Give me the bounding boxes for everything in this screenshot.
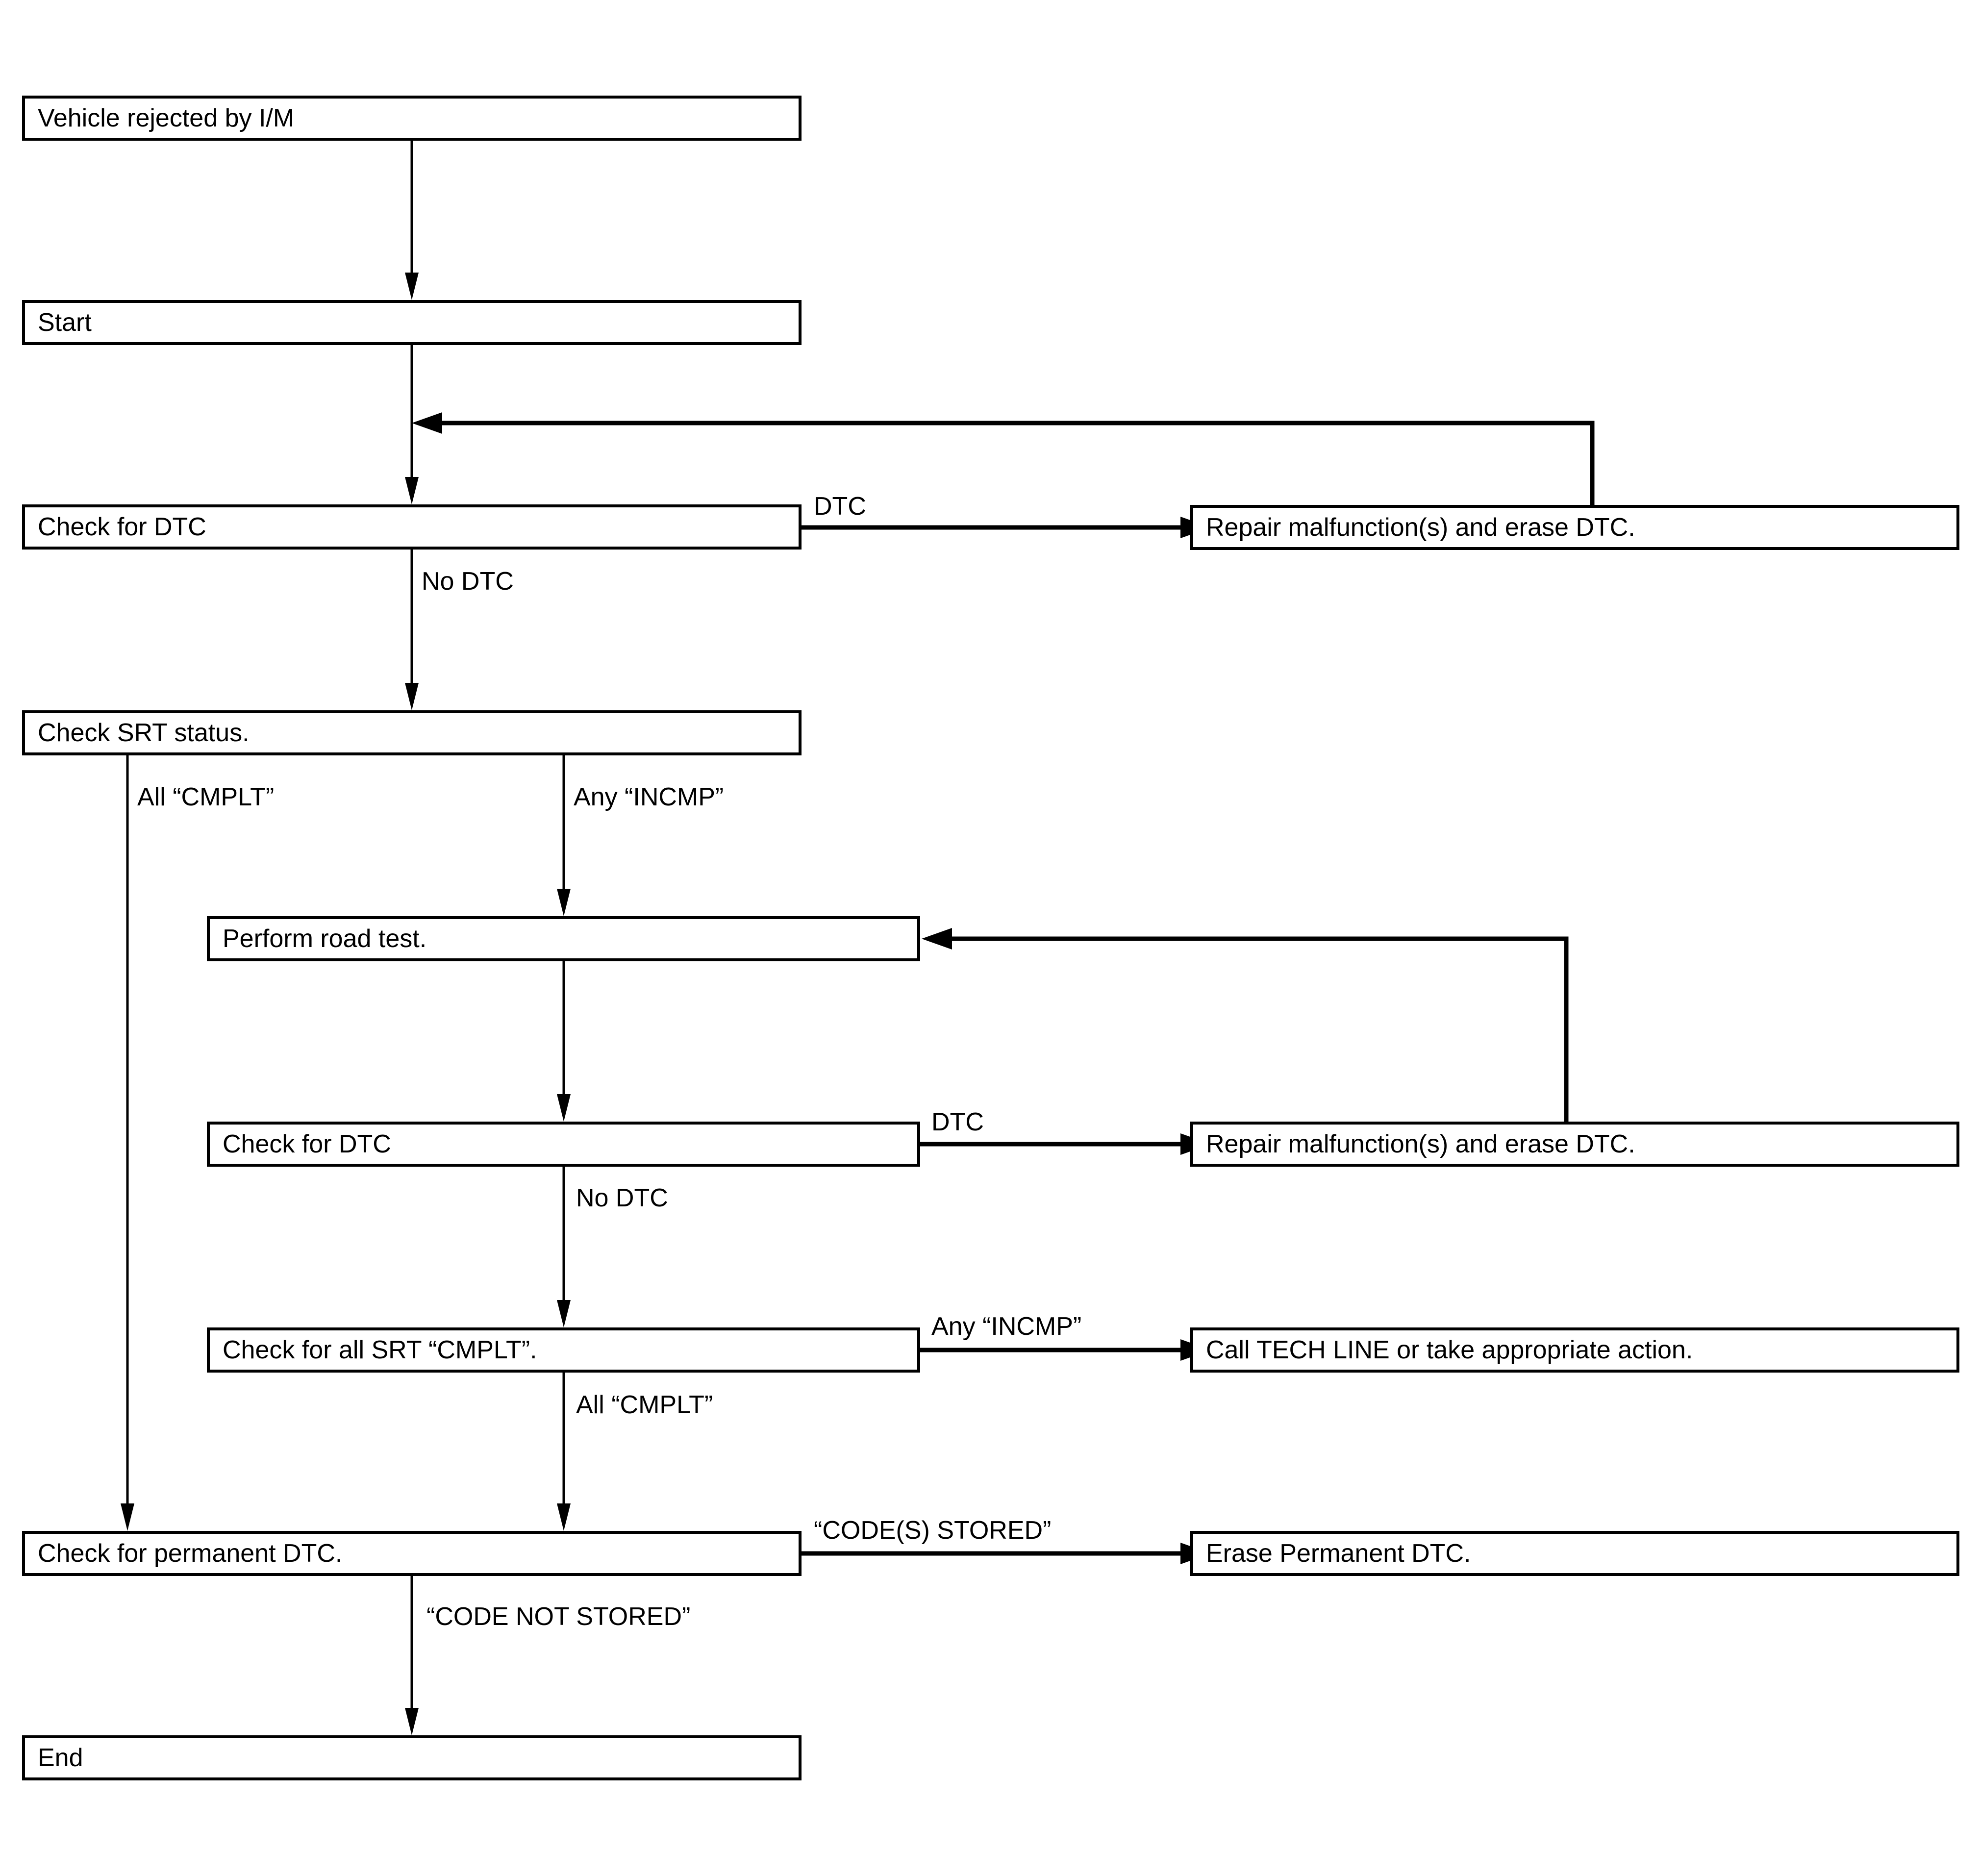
edge-label-dtc-1: DTC (814, 492, 866, 521)
edge-check-all-srt-to-check-perm-dtc (557, 1373, 571, 1531)
node-check-all-srt-cmplt[interactable]: Check for all SRT “CMPLT”. (207, 1327, 920, 1373)
node-label: End (38, 1744, 83, 1772)
node-start[interactable]: Start (22, 300, 802, 345)
edge-repair-1-feedback-loop (412, 412, 1595, 505)
node-repair-2[interactable]: Repair malfunction(s) and erase DTC. (1190, 1122, 1959, 1167)
edge-label-code-not-stored: “CODE NOT STORED” (426, 1602, 691, 1631)
edge-check-dtc-1-to-check-srt (405, 550, 419, 710)
edge-repair-2-feedback-loop (922, 928, 1569, 1122)
node-label: Check SRT status. (38, 719, 250, 747)
node-label: Repair malfunction(s) and erase DTC. (1206, 1130, 1635, 1158)
edge-check-all-srt-to-tech-line (920, 1339, 1211, 1361)
edge-label-any-incmp-2: Any “INCMP” (931, 1312, 1082, 1341)
node-label: Call TECH LINE or take appropriate actio… (1206, 1336, 1693, 1364)
edge-label-all-cmplt-1: All “CMPLT” (137, 783, 275, 811)
node-check-dtc-1[interactable]: Check for DTC (22, 504, 802, 550)
node-label: Check for DTC (223, 1130, 391, 1158)
node-label: Repair malfunction(s) and erase DTC. (1206, 513, 1635, 542)
node-label: Check for permanent DTC. (38, 1539, 343, 1568)
node-label: Check for all SRT “CMPLT”. (223, 1336, 537, 1364)
edge-check-srt-to-check-perm-dtc (121, 755, 134, 1531)
edge-label-any-incmp-1: Any “INCMP” (574, 783, 724, 811)
edge-road-test-to-check-dtc-2 (557, 961, 571, 1122)
edge-check-perm-dtc-to-erase (802, 1543, 1211, 1564)
edge-start-to-check-dtc-1 (405, 345, 419, 504)
edge-check-dtc-2-to-repair-2 (920, 1133, 1211, 1155)
node-check-srt-status[interactable]: Check SRT status. (22, 710, 802, 755)
node-vehicle-rejected[interactable]: Vehicle rejected by I/M (22, 96, 802, 141)
node-label: Check for DTC (38, 513, 206, 541)
edge-label-no-dtc-2: No DTC (576, 1184, 668, 1212)
edge-label-no-dtc-1: No DTC (422, 567, 514, 596)
edge-check-srt-to-road-test (557, 755, 571, 916)
node-label: Start (38, 308, 92, 337)
node-label: Erase Permanent DTC. (1206, 1539, 1471, 1568)
edge-check-perm-dtc-to-end (405, 1576, 419, 1735)
edge-label-all-cmplt-2: All “CMPLT” (576, 1391, 713, 1419)
node-end[interactable]: End (22, 1735, 802, 1780)
node-erase-permanent-dtc[interactable]: Erase Permanent DTC. (1190, 1531, 1959, 1576)
node-label: Vehicle rejected by I/M (38, 104, 295, 132)
edge-label-dtc-2: DTC (931, 1108, 984, 1136)
node-check-dtc-2[interactable]: Check for DTC (207, 1122, 920, 1167)
edge-label-codes-stored: “CODE(S) STORED” (814, 1516, 1052, 1545)
node-perform-road-test[interactable]: Perform road test. (207, 916, 920, 961)
edge-check-dtc-2-to-check-all-srt (557, 1167, 571, 1327)
node-repair-1[interactable]: Repair malfunction(s) and erase DTC. (1190, 505, 1959, 550)
edge-vehicle-to-start (405, 141, 419, 300)
node-label: Perform road test. (223, 925, 427, 953)
node-call-tech-line[interactable]: Call TECH LINE or take appropriate actio… (1190, 1327, 1959, 1373)
node-check-permanent-dtc[interactable]: Check for permanent DTC. (22, 1531, 802, 1576)
